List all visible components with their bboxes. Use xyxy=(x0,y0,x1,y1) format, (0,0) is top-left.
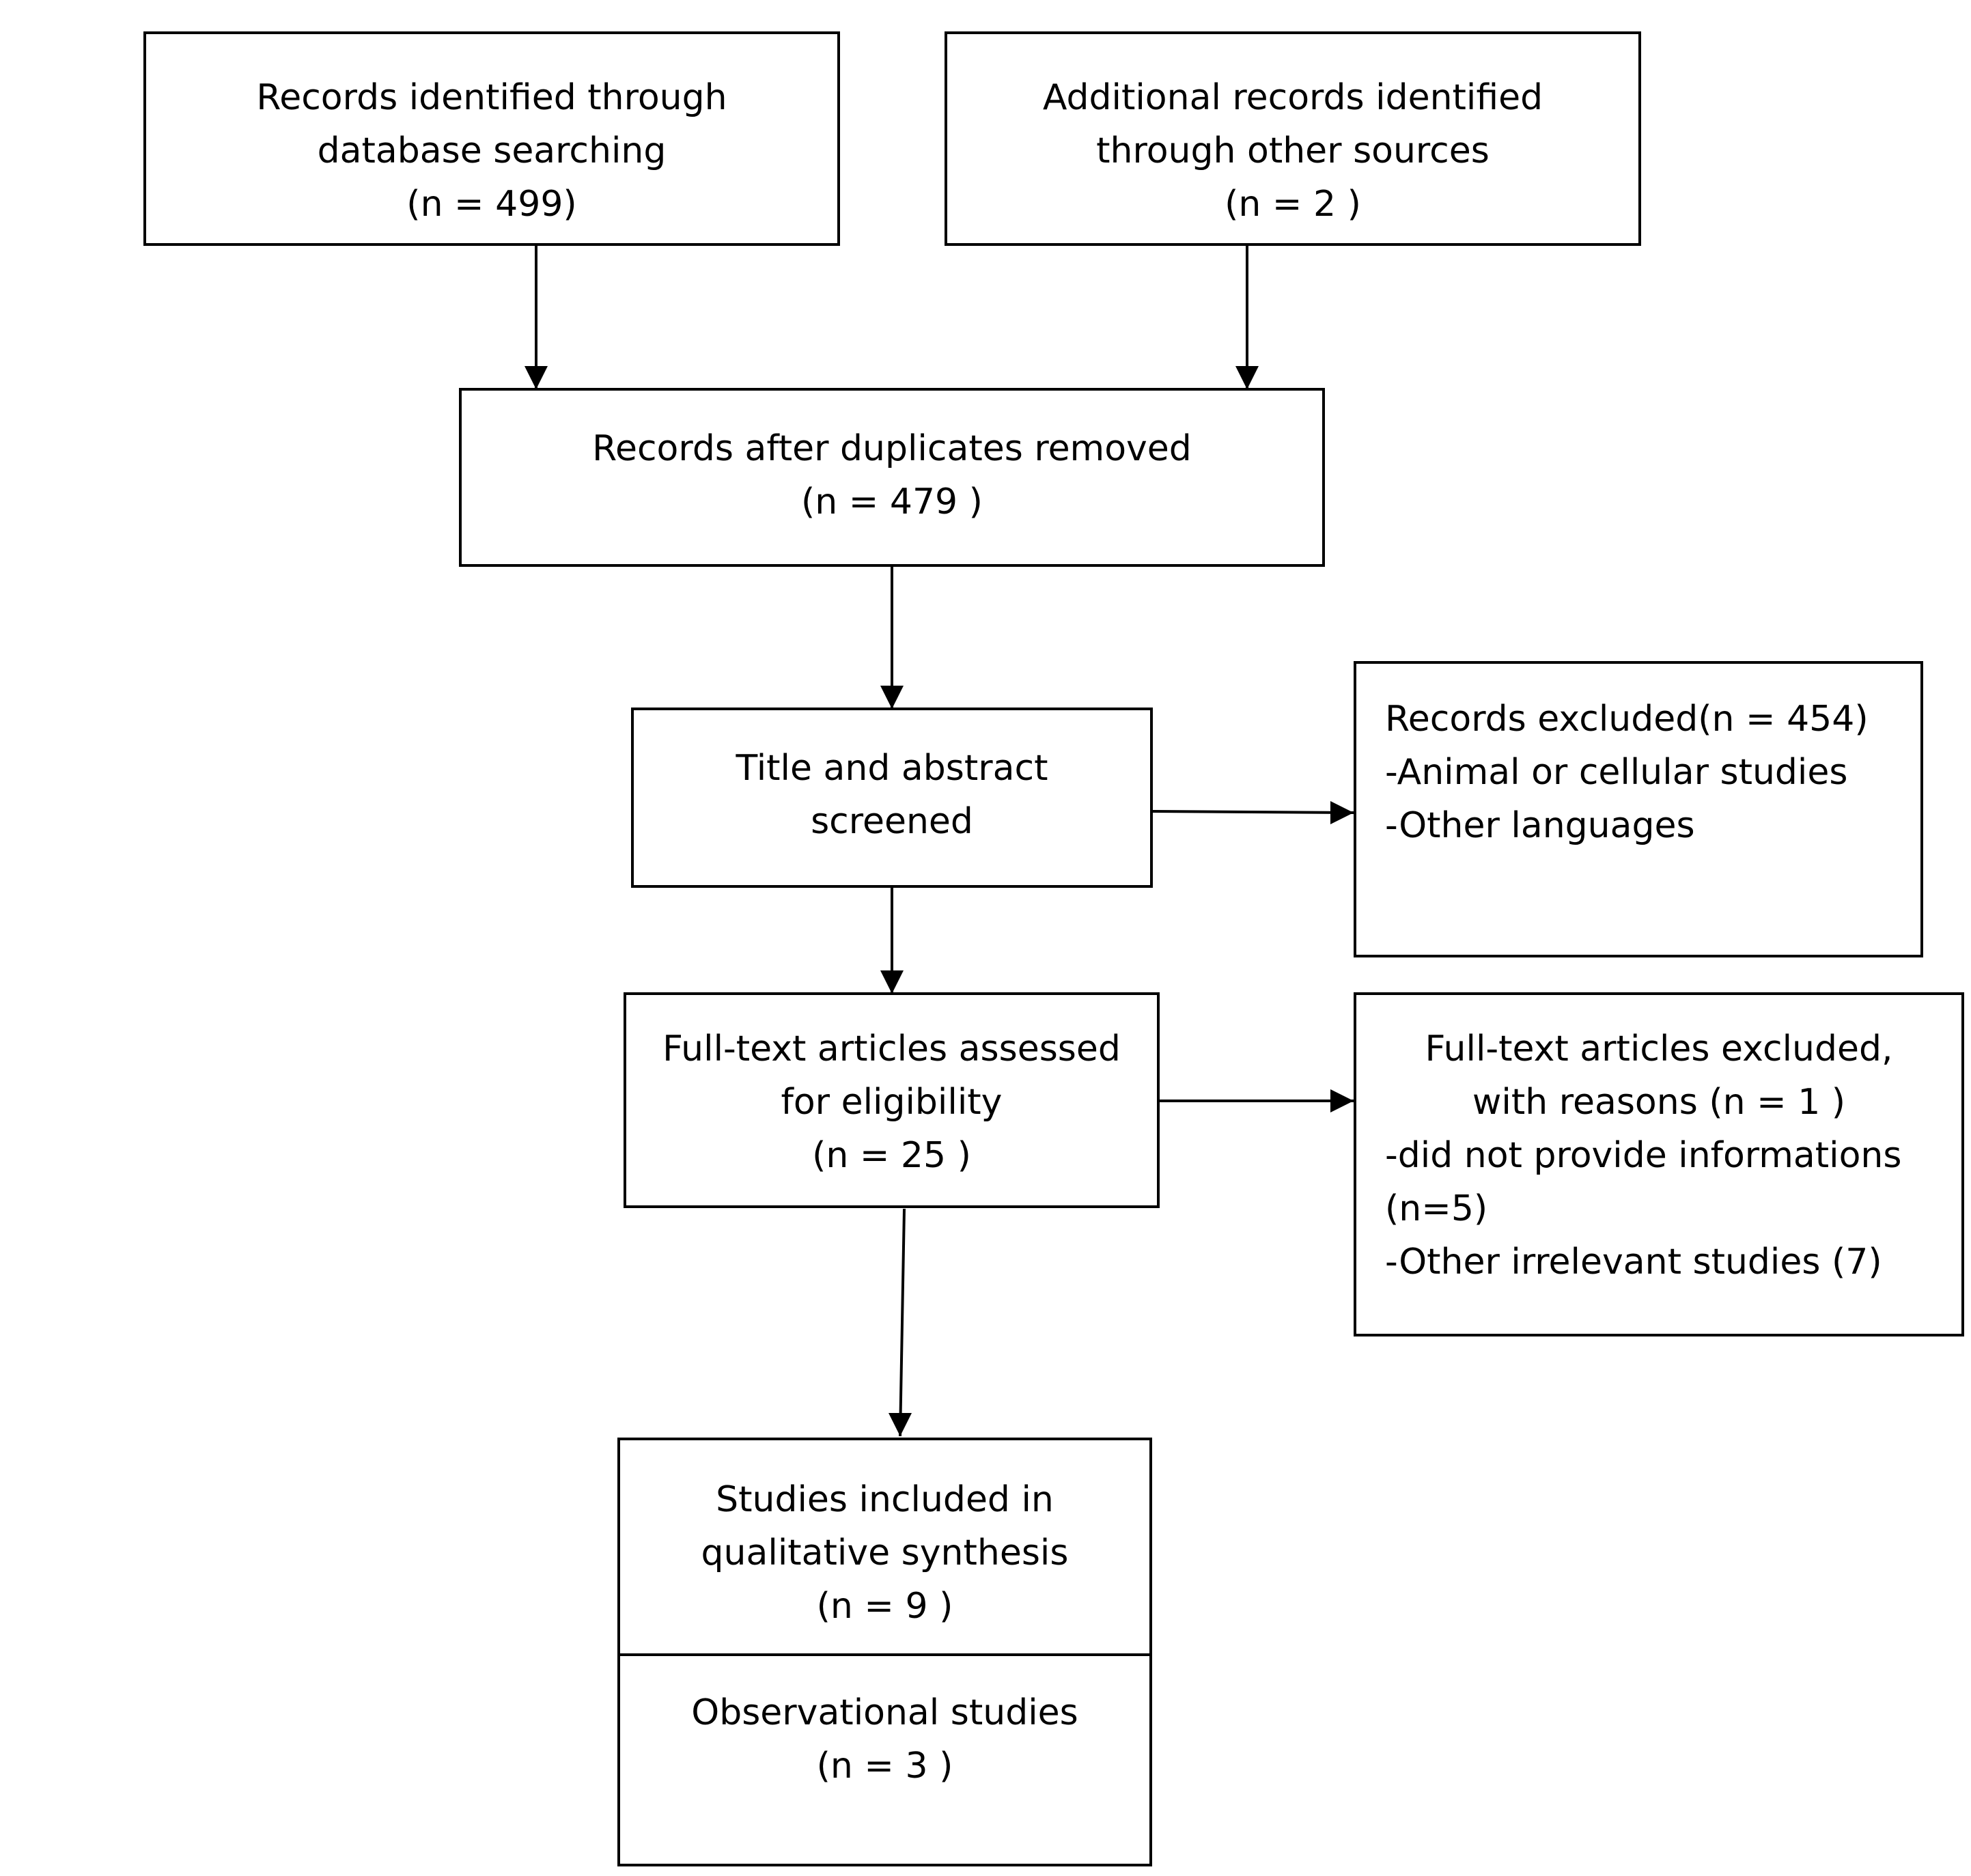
arrowhead-database xyxy=(525,366,548,389)
identification-other-sources-box: Additional records identified through ot… xyxy=(945,31,1641,246)
eligibility-box: Full-text articles assessed for eligibil… xyxy=(624,992,1160,1208)
arrow-screening-to-records-excluded xyxy=(1151,810,1354,814)
included-line-2: qualitative synthesis xyxy=(701,1532,1069,1573)
arrowhead-fulltext-excluded xyxy=(1330,1089,1354,1112)
other-sources-line-1: Additional records identified xyxy=(1042,77,1543,118)
database-line-1: Records identified through xyxy=(256,77,727,118)
deduplicated-line-1: Records after duplicates removed xyxy=(592,428,1192,469)
other-sources-count: (n = 2 ) xyxy=(1225,184,1361,225)
arrowhead-screening xyxy=(880,686,904,709)
other-sources-line-2: through other sources xyxy=(1096,130,1490,171)
arrow-eligibility-to-included xyxy=(899,1208,906,1437)
arrowhead-eligibility xyxy=(880,970,904,994)
fulltext-excluded-reason-1: -did not provide informations xyxy=(1385,1135,1902,1176)
arrowhead-records-excluded xyxy=(1330,801,1354,824)
screening-line-1: Title and abstract xyxy=(736,748,1048,789)
observational-section: Observational studies (n = 3 ) xyxy=(620,1653,1149,1864)
included-synthesis-section: Studies included in qualitative synthesi… xyxy=(620,1440,1149,1653)
included-line-1: Studies included in xyxy=(716,1479,1054,1520)
identification-database-box: Records identified through database sear… xyxy=(143,31,840,246)
database-line-2: database searching xyxy=(317,130,667,171)
screening-box: Title and abstract screened xyxy=(631,708,1153,888)
fulltext-excluded-box: Full-text articles excluded, with reason… xyxy=(1354,992,1964,1336)
arrowhead-included xyxy=(889,1413,912,1436)
deduplicated-count: (n = 479 ) xyxy=(801,481,983,522)
fulltext-excluded-count: with reasons (n = 1 ) xyxy=(1472,1082,1846,1123)
screening-line-2: screened xyxy=(811,801,973,842)
fulltext-excluded-line-1: Full-text articles excluded, xyxy=(1425,1028,1893,1069)
eligibility-count: (n = 25 ) xyxy=(812,1135,971,1176)
fulltext-excluded-reason-2: -Other irrelevant studies (7) xyxy=(1385,1242,1882,1283)
included-count: (n = 9 ) xyxy=(816,1586,953,1627)
eligibility-line-2: for eligibility xyxy=(781,1082,1003,1123)
included-box: Studies included in qualitative synthesi… xyxy=(617,1438,1152,1866)
database-count: (n = 499) xyxy=(406,184,577,225)
arrowhead-other-sources xyxy=(1235,366,1259,389)
records-excluded-count: Records excluded(n = 454) xyxy=(1385,699,1869,740)
fulltext-excluded-reason-1-count: (n=5) xyxy=(1385,1188,1488,1229)
observational-line-1: Observational studies xyxy=(691,1692,1078,1733)
records-excluded-reason-1: -Animal or cellular studies xyxy=(1385,752,1848,793)
deduplicated-box: Records after duplicates removed (n = 47… xyxy=(459,388,1325,567)
eligibility-line-1: Full-text articles assessed xyxy=(662,1028,1121,1069)
records-excluded-box: Records excluded(n = 454) -Animal or cel… xyxy=(1354,661,1923,957)
observational-count: (n = 3 ) xyxy=(816,1746,953,1787)
records-excluded-reason-2: -Other languages xyxy=(1385,805,1695,846)
